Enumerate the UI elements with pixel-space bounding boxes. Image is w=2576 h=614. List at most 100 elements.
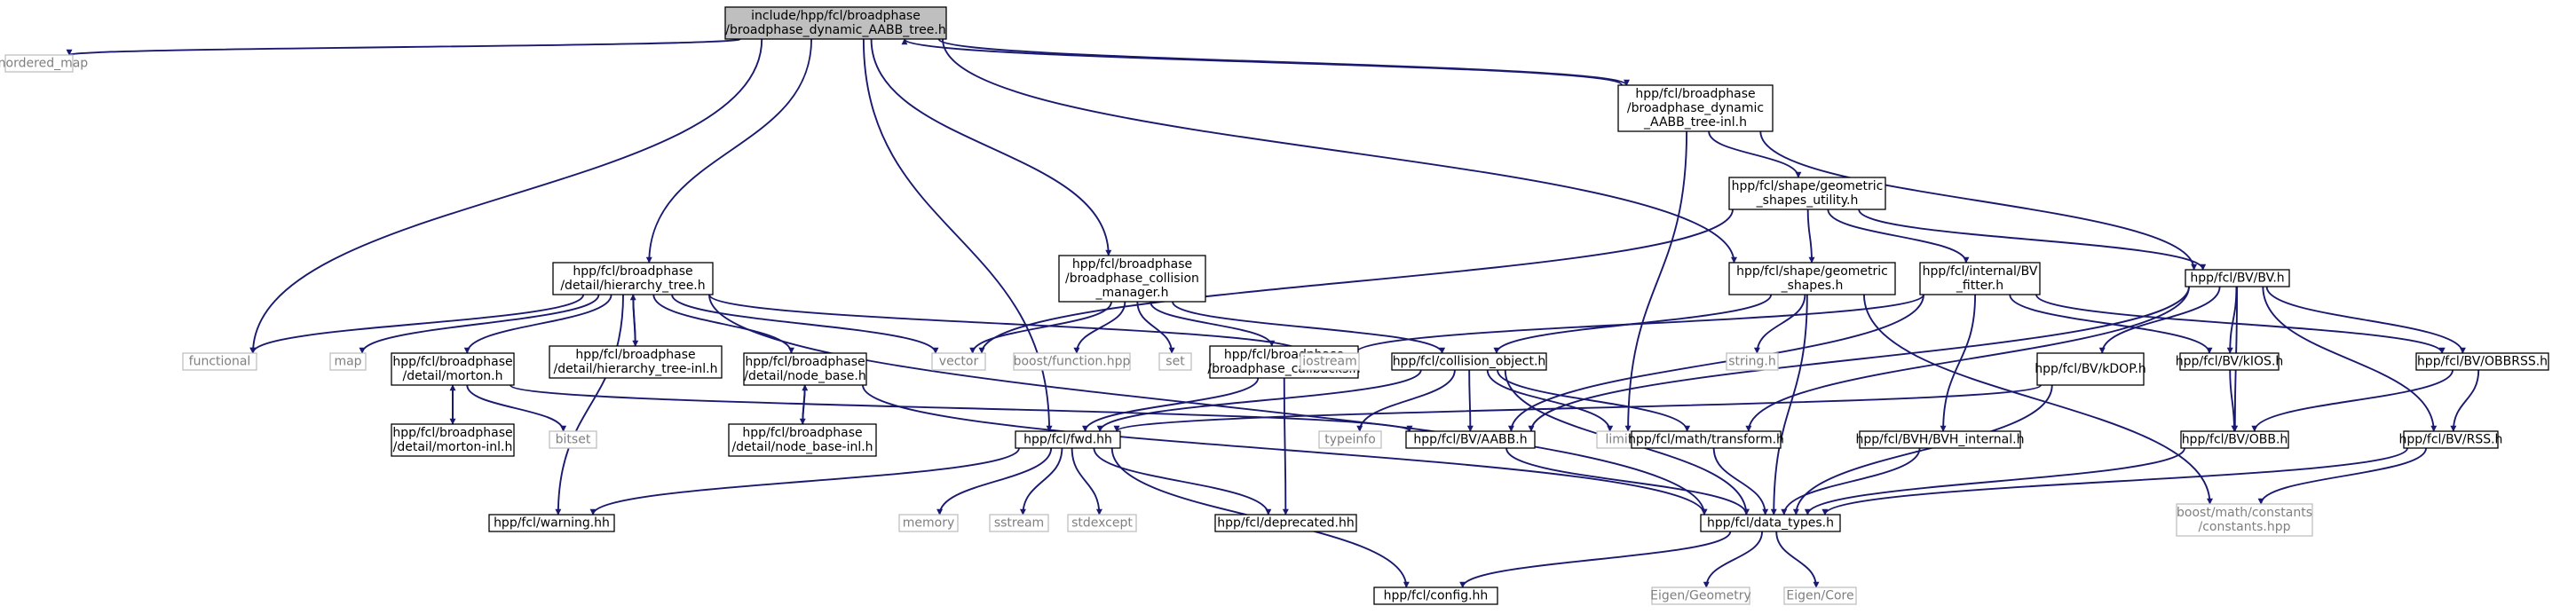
- node-fwd[interactable]: hpp/fcl/fwd.hh: [1015, 430, 1121, 449]
- node-box: [1859, 430, 2021, 449]
- node-label: typeinfo: [1324, 433, 1376, 447]
- node-box: [1067, 514, 1137, 532]
- edge-obb-to-data_types: [1804, 447, 2185, 516]
- edge-root-to-hierarchy_tree: [645, 38, 813, 264]
- node-label: boost/math/constants: [2177, 506, 2312, 520]
- node-node-base[interactable]: hpp/fcl/broadphase/detail/node_base.h: [743, 352, 867, 386]
- node-rss[interactable]: hpp/fcl/BV/RSS.h: [2399, 430, 2503, 449]
- node-morton[interactable]: hpp/fcl/broadphase/detail/morton.h: [391, 352, 515, 386]
- node-box: [1651, 586, 1750, 605]
- edge-fwd-to-stdexcept: [1071, 447, 1102, 516]
- node-functional: functional: [182, 352, 257, 371]
- edge-shapes_utility-to-bv_fitter: [1827, 209, 1970, 264]
- edge-collision_object-to-typeinfo: [1356, 369, 1456, 432]
- node-label: functional: [189, 355, 251, 369]
- node-box: [931, 352, 986, 371]
- node-data-types[interactable]: hpp/fcl/data_types.h: [1700, 514, 1841, 532]
- node-bvh-internal[interactable]: hpp/fcl/BVH/BVH_internal.h: [1856, 430, 2025, 449]
- edge-bv_fitter-to-iostream: [1352, 294, 1924, 354]
- node-eigen-geometry: Eigen/Geometry: [1650, 586, 1751, 605]
- node-label: hpp/fcl/collision_object.h: [1393, 355, 1546, 369]
- node-label: Eigen/Geometry: [1650, 589, 1751, 603]
- edge-rss-to-data_types: [1821, 447, 2408, 516]
- node-box: [329, 352, 367, 371]
- node-eigen-core: Eigen/Core: [1783, 586, 1857, 605]
- node-box: [1617, 84, 1774, 132]
- node-dynamic-inl[interactable]: hpp/fcl/broadphase/broadphase_dynamic_AA…: [1617, 84, 1774, 132]
- node-node-base-inl[interactable]: hpp/fcl/broadphase/detail/node_base-inl.…: [728, 423, 877, 457]
- node-obb[interactable]: hpp/fcl/BV/OBB.h: [2180, 430, 2289, 449]
- edge-obbrss-to-obb: [2251, 369, 2454, 432]
- edge-bv-to-obbrss: [2265, 286, 2466, 354]
- node-root[interactable]: include/hpp/fcl/broadphase/broadphase_dy…: [724, 6, 947, 40]
- node-label: hpp/fcl/BV/OBBRSS.h: [2417, 355, 2548, 369]
- node-kdop[interactable]: hpp/fcl/BV/kDOP.h: [2035, 352, 2146, 386]
- node-label: hpp/fcl/BV/OBB.h: [2182, 433, 2288, 447]
- node-box: [1919, 262, 2041, 295]
- edge-data_types-to-eigen_geometry: [1703, 531, 1764, 588]
- node-box: [2180, 430, 2289, 449]
- edge-node_base-to-data_types: [862, 384, 1708, 516]
- node-deprecated[interactable]: hpp/fcl/deprecated.hh: [1214, 514, 1357, 532]
- edge-collision_manager-to-boost_function: [1073, 301, 1126, 354]
- node-obbrss[interactable]: hpp/fcl/BV/OBBRSS.h: [2415, 352, 2549, 371]
- node-collision-object[interactable]: hpp/fcl/collision_object.h: [1391, 352, 1547, 371]
- node-box: [1728, 262, 1896, 295]
- node-label: hpp/fcl/internal/BV: [1923, 264, 2038, 279]
- node-label: hpp/fcl/deprecated.hh: [1217, 516, 1355, 531]
- node-label: _shapes.h: [1781, 279, 1844, 293]
- node-config[interactable]: hpp/fcl/config.hh: [1373, 586, 1498, 605]
- node-bv-fitter[interactable]: hpp/fcl/internal/BV_fitter.h: [1919, 262, 2041, 295]
- node-box: [2179, 352, 2280, 371]
- node-string: string.h: [1726, 352, 1779, 371]
- edge-geometric_shapes-to-string: [1753, 294, 1806, 354]
- edge-hierarchy_tree-to-map: [359, 294, 600, 354]
- edge-root-to-functional: [249, 38, 763, 354]
- node-label: /detail/node_base.h: [744, 369, 865, 383]
- edge-fwd-to-deprecated: [1093, 447, 1272, 516]
- node-warning[interactable]: hpp/fcl/warning.hh: [488, 514, 615, 532]
- edge-collision_manager-to-callbacks: [1150, 301, 1276, 347]
- edge-root-to-geometric_shapes: [942, 38, 1737, 264]
- node-box: [1058, 255, 1206, 303]
- node-box: [743, 352, 867, 386]
- edge-kdop-to-fwd: [1113, 384, 2042, 432]
- edge-node_base_inl-to-node_base: [802, 384, 809, 425]
- node-label: hpp/fcl/BV/AABB.h: [1413, 433, 1527, 447]
- node-kios[interactable]: hpp/fcl/BV/kIOS.h: [2176, 352, 2284, 371]
- node-label: /broadphase_dynamic: [1627, 101, 1764, 115]
- node-label: hpp/fcl/BVH/BVH_internal.h: [1856, 433, 2025, 447]
- node-geometric-shapes[interactable]: hpp/fcl/shape/geometric_shapes.h: [1728, 262, 1896, 295]
- edge-bv_fitter-to-obbrss: [2035, 294, 2446, 354]
- edge-dynamic_inl-to-limits: [1624, 130, 1688, 432]
- node-collision-manager[interactable]: hpp/fcl/broadphase/broadphase_collision_…: [1058, 255, 1206, 303]
- edge-root-to-collision_manager: [870, 38, 1112, 256]
- node-transform[interactable]: hpp/fcl/math/transform.h: [1628, 430, 1784, 449]
- node-label: sstream: [994, 516, 1044, 531]
- node-box: [724, 6, 947, 40]
- edge-dynamic_inl-to-bv: [1759, 130, 2198, 271]
- node-label: hpp/fcl/broadphase: [1635, 87, 1755, 101]
- node-shapes-utility[interactable]: hpp/fcl/shape/geometric_shapes_utility.h: [1728, 177, 1886, 210]
- edge-collision_manager-to-collision_object: [1172, 301, 1446, 354]
- node-hierarchy-tree[interactable]: hpp/fcl/broadphase/detail/hierarchy_tree…: [552, 262, 714, 295]
- node-bv[interactable]: hpp/fcl/BV/BV.h: [2185, 269, 2290, 287]
- node-box: [552, 262, 714, 295]
- edge-hierarchy_tree-to-data_types: [708, 294, 1708, 516]
- node-morton-inl[interactable]: hpp/fcl/broadphase/detail/morton-inl.h: [391, 423, 515, 457]
- edge-root-to-fwd: [862, 38, 1053, 432]
- node-label: vector: [939, 355, 979, 369]
- edge-geometric_shapes-to-boost_constants: [1862, 294, 2214, 505]
- node-aabb[interactable]: hpp/fcl/BV/AABB.h: [1405, 430, 1536, 449]
- node-label: hpp/fcl/BV/BV.h: [2190, 272, 2284, 286]
- node-label: map: [334, 355, 361, 369]
- node-label: hpp/fcl/fwd.hh: [1023, 433, 1112, 447]
- node-box: [989, 514, 1049, 532]
- node-box: [549, 430, 597, 449]
- node-map: map: [329, 352, 367, 371]
- node-box: [1158, 352, 1192, 371]
- node-label: hpp/fcl/broadphase: [392, 355, 512, 369]
- edge-shapes_utility-to-geometric_shapes: [1806, 209, 1815, 264]
- node-memory: memory: [898, 514, 959, 532]
- node-hierarchy-inl[interactable]: hpp/fcl/broadphase/detail/hierarchy_tree…: [549, 345, 723, 379]
